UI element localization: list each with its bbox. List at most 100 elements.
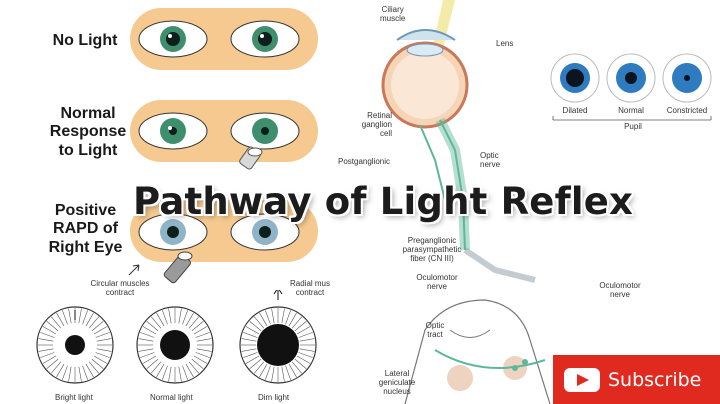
iris-spoke bbox=[241, 338, 257, 342]
iris-spoke bbox=[42, 326, 57, 335]
iris-spoke bbox=[142, 355, 157, 364]
iris-spoke bbox=[243, 332, 258, 338]
iris-spoke bbox=[291, 361, 303, 374]
optic-line2: nerve bbox=[480, 159, 501, 169]
iris-spoke bbox=[62, 365, 68, 380]
iris-spoke bbox=[188, 361, 200, 374]
iris-spoke bbox=[150, 316, 162, 329]
iris-spoke bbox=[195, 352, 210, 358]
lgn-line2: geniculate bbox=[378, 377, 416, 387]
iris-spoke bbox=[146, 320, 159, 332]
iris-spoke bbox=[96, 338, 112, 342]
eye-left-row1 bbox=[138, 20, 208, 58]
label-retinal-ganglion: Retinal ganglion cell bbox=[352, 111, 392, 138]
iris-spoke bbox=[185, 363, 194, 378]
iris-spoke bbox=[50, 316, 62, 329]
iris-spoke bbox=[150, 361, 162, 374]
oculomotor-right-line2: nerve bbox=[609, 289, 630, 299]
iris-spoke bbox=[140, 352, 155, 358]
iris-spoke bbox=[296, 326, 311, 335]
iris-normal-light bbox=[136, 306, 214, 384]
eye-right-row1 bbox=[230, 20, 300, 58]
iris-spoke bbox=[168, 308, 172, 324]
pupil-label-normal: Normal bbox=[618, 106, 644, 115]
iris-spoke bbox=[56, 312, 65, 327]
label-lgn: Lateral geniculate nucleus bbox=[372, 369, 422, 396]
tract-line1: Optic bbox=[425, 321, 445, 330]
iris-spoke bbox=[68, 308, 72, 324]
eye-right-row2 bbox=[230, 112, 300, 150]
label-lens: Lens bbox=[496, 39, 514, 48]
arrow-row3-icon bbox=[128, 264, 140, 276]
iris-spoke bbox=[188, 316, 200, 329]
iris-spoke bbox=[245, 326, 260, 335]
flashlight-row2-icon bbox=[239, 146, 263, 170]
iris-spoke bbox=[193, 326, 208, 335]
pregang-line1: Preganglionic bbox=[407, 236, 457, 245]
youtube-play-icon bbox=[564, 367, 600, 392]
iris-spoke bbox=[178, 366, 182, 382]
pupil-normal bbox=[606, 53, 656, 103]
iris-spoke bbox=[288, 363, 297, 378]
tract-line2: tract bbox=[427, 329, 443, 339]
iris-spoke bbox=[162, 310, 168, 325]
oculomotor-nerve-path bbox=[463, 247, 536, 283]
iris-spoke bbox=[281, 308, 285, 324]
iris-spoke bbox=[142, 326, 157, 335]
iris-spoke bbox=[91, 358, 104, 370]
label-normal-line3: to Light bbox=[58, 141, 118, 159]
iris-spoke bbox=[271, 366, 275, 382]
iris-spoke bbox=[38, 348, 54, 352]
iris-spoke bbox=[191, 358, 204, 370]
label-optic-nerve: Optic nerve bbox=[480, 151, 501, 170]
iris-spoke bbox=[156, 312, 165, 327]
iris-spoke bbox=[140, 332, 155, 338]
iris-spoke bbox=[95, 352, 110, 358]
radial-label-line1: Radial mus bbox=[289, 279, 330, 288]
circular-label-line1: Circular muscles bbox=[90, 279, 150, 288]
flashlight-row3-icon bbox=[163, 251, 193, 284]
iris-spoke bbox=[46, 320, 59, 332]
iris-spoke bbox=[56, 363, 65, 378]
eye-left-row2 bbox=[138, 112, 208, 150]
iris-spoke bbox=[299, 348, 315, 352]
lgn-line3: nucleus bbox=[383, 386, 411, 396]
oculomotor-left-line2: nerve bbox=[426, 281, 447, 291]
label-positive-rapd: Positive RAPD of Right Eye bbox=[38, 202, 133, 257]
video-title: Pathway of Light Reflex bbox=[133, 180, 634, 223]
retinal-line1: Retinal bbox=[367, 111, 392, 120]
label-normal-response: Normal Response to Light bbox=[38, 105, 138, 160]
iris-spoke bbox=[281, 366, 285, 382]
iris-spoke bbox=[265, 310, 271, 325]
lgn-line1: Lateral bbox=[384, 369, 410, 378]
iris-spoke bbox=[168, 366, 172, 382]
iris-spoke bbox=[249, 320, 262, 332]
iris-spoke bbox=[182, 310, 188, 325]
iris-spoke bbox=[178, 308, 182, 324]
iris-spoke bbox=[294, 320, 307, 332]
iris-spoke bbox=[259, 363, 268, 378]
iris-spoke bbox=[162, 365, 168, 380]
subscribe-button[interactable]: Subscribe bbox=[553, 355, 720, 404]
iris-spoke bbox=[294, 358, 307, 370]
iris-spoke bbox=[185, 312, 194, 327]
radial-label-line2: contract bbox=[295, 287, 325, 297]
iris-spoke bbox=[265, 365, 271, 380]
iris-spoke bbox=[138, 348, 154, 352]
iris-spoke bbox=[195, 332, 210, 338]
subscribe-label: Subscribe bbox=[608, 368, 702, 391]
iris-spoke bbox=[156, 363, 165, 378]
label-no-light: No Light bbox=[52, 32, 118, 49]
iris-spoke bbox=[259, 312, 268, 327]
iris-spoke bbox=[93, 326, 108, 335]
iris-spoke bbox=[243, 352, 258, 358]
muscle-diagrams bbox=[36, 290, 317, 384]
iris-spoke bbox=[62, 310, 68, 325]
radial-muscles-label: Radial mus contract bbox=[280, 279, 340, 298]
label-rapd-line2: RAPD of bbox=[53, 220, 118, 238]
label-preganglionic: Preganglionic parasympathetic fiber (CN … bbox=[392, 236, 472, 263]
iris-spoke bbox=[299, 338, 315, 342]
iris-spoke bbox=[50, 361, 62, 374]
iris-spoke bbox=[291, 316, 303, 329]
iris-spoke bbox=[296, 355, 311, 364]
